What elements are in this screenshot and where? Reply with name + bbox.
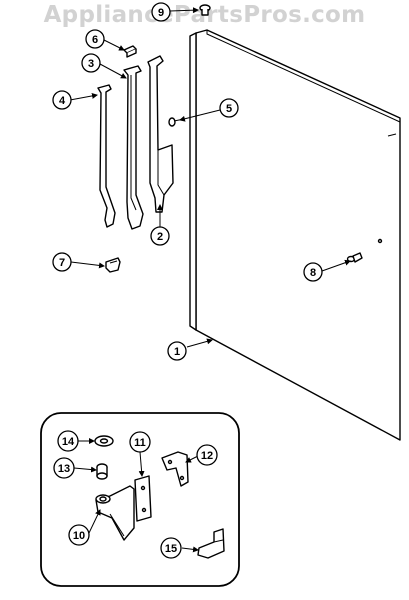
callout-15: 15: [160, 537, 182, 559]
trim-strip[interactable]: [97, 84, 116, 228]
callout-8-label: 8: [310, 267, 316, 279]
clip-part[interactable]: [123, 45, 137, 58]
callout-13-label: 13: [58, 463, 70, 475]
angle-bracket[interactable]: [197, 528, 225, 559]
callout-10: 10: [68, 524, 90, 546]
callout-7: 7: [52, 252, 72, 272]
callout-12-label: 12: [201, 450, 213, 462]
callout-5-label: 5: [226, 103, 232, 115]
callout-9: 9: [151, 2, 171, 22]
callout-3: 3: [81, 53, 101, 73]
callout-10-label: 10: [73, 530, 85, 542]
callout-2: 2: [150, 226, 170, 246]
inset-leader-lines: [73, 438, 199, 553]
callout-5: 5: [219, 98, 239, 118]
handle-channel[interactable]: [123, 65, 144, 230]
door-panel[interactable]: [189, 29, 401, 441]
callout-1: 1: [167, 341, 187, 361]
callout-3-label: 3: [88, 58, 94, 70]
callout-2-label: 2: [157, 231, 163, 243]
leader-lines: [69, 7, 351, 348]
callout-14: 14: [57, 430, 79, 452]
callout-4: 4: [52, 90, 72, 110]
callout-13: 13: [53, 457, 75, 479]
top-plug[interactable]: [199, 4, 211, 16]
hinge-plate[interactable]: [134, 475, 152, 522]
door-bracket[interactable]: [105, 257, 121, 273]
callout-1-label: 1: [174, 346, 180, 358]
callout-6-label: 6: [92, 34, 98, 46]
callout-7-label: 7: [59, 257, 65, 269]
callout-12: 12: [196, 444, 218, 466]
callout-11: 11: [129, 431, 151, 453]
hinge-pin[interactable]: [96, 463, 108, 480]
hinge-bracket[interactable]: [161, 451, 189, 487]
washer[interactable]: [94, 435, 114, 447]
callout-14-label: 14: [62, 436, 75, 448]
callout-4-label: 4: [59, 95, 66, 107]
callout-6: 6: [85, 29, 105, 49]
callout-9-label: 9: [158, 7, 164, 19]
callout-15-label: 15: [165, 543, 177, 555]
lower-hinge[interactable]: [95, 485, 135, 541]
handle-mount[interactable]: [147, 55, 174, 213]
callout-8: 8: [303, 262, 323, 282]
callout-11-label: 11: [134, 437, 146, 449]
